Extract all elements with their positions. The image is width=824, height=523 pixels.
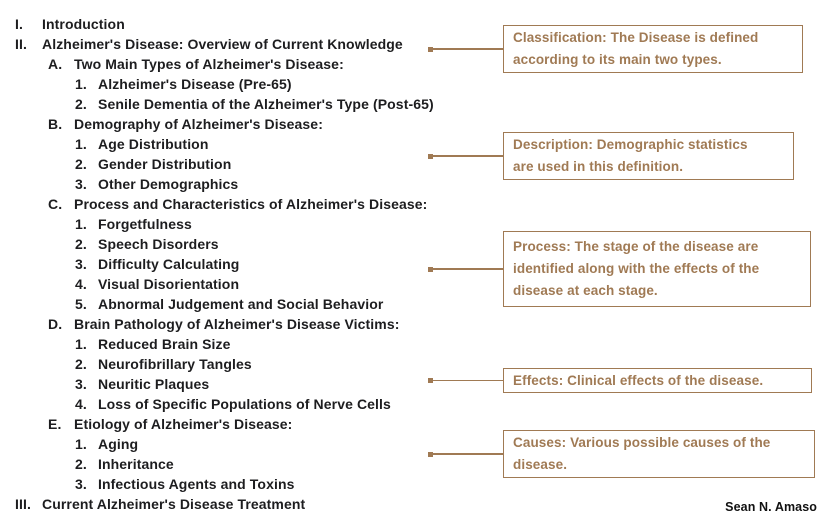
outline-item: 3. Neuritic Plaques <box>0 374 500 394</box>
outline-item-marker: III. <box>15 496 31 512</box>
outline-item-marker: 3. <box>75 476 87 492</box>
outline-item-text: Introduction <box>42 16 125 32</box>
callout-connector-line <box>431 155 503 157</box>
callout-connector-cap <box>428 378 433 383</box>
outline-item-marker: 3. <box>75 376 87 392</box>
callout-box: Process: The stage of the disease are id… <box>503 231 811 307</box>
outline-item: 4. Loss of Specific Populations of Nerve … <box>0 394 500 414</box>
outline-item: 2. Neurofibrillary Tangles <box>0 354 500 374</box>
outline-item-marker: 1. <box>75 336 87 352</box>
outline-item-text: Neurofibrillary Tangles <box>98 356 252 372</box>
outline-item-text: Speech Disorders <box>98 236 219 252</box>
outline-item-text: Aging <box>98 436 139 452</box>
callout-connector-cap <box>428 266 433 272</box>
callout-connector-line <box>431 268 503 270</box>
outline-item: 3. Infectious Agents and Toxins <box>0 474 500 494</box>
outline-item: III. Current Alzheimer's Disease Treatmen… <box>0 494 500 514</box>
outline-item-text: Process and Characteristics of Alzheimer… <box>74 196 428 212</box>
outline-item-marker: 2. <box>75 96 87 112</box>
outline-item: 2. Gender Distribution <box>0 154 500 174</box>
outline-item: 1. Alzheimer's Disease (Pre-65) <box>0 74 500 94</box>
outline-item: 3. Other Demographics <box>0 174 500 194</box>
outline-item-text: Neuritic Plaques <box>98 376 210 392</box>
outline-item: 1. Aging <box>0 434 500 454</box>
outline-item: 2. Senile Dementia of the Alzheimer's Typ… <box>0 94 500 114</box>
outline-item-text: Abnormal Judgement and Social Behavior <box>98 296 384 312</box>
outline-item-marker: B. <box>48 116 63 132</box>
outline-item-marker: E. <box>48 416 62 432</box>
outline-item-text: Reduced Brain Size <box>98 336 231 352</box>
outline-item-text: Visual Disorientation <box>98 276 240 292</box>
outline-item-text: Etiology of Alzheimer's Disease: <box>74 416 293 432</box>
outline-item-text: Two Main Types of Alzheimer's Disease: <box>74 56 344 72</box>
author-signature: Sean N. Amaso <box>725 500 817 514</box>
callout-text: Classification: The Disease is defined a… <box>513 30 759 67</box>
outline-item: 4. Visual Disorientation <box>0 274 500 294</box>
outline-item-text: Loss of Specific Populations of Nerve Ce… <box>98 396 391 412</box>
outline-item-marker: 1. <box>75 436 87 452</box>
outline-item-text: Brain Pathology of Alzheimer's Disease V… <box>74 316 400 332</box>
outline-item-text: Gender Distribution <box>98 156 232 172</box>
outline-item-marker: II. <box>15 36 27 52</box>
outline-item-marker: 2. <box>75 456 87 472</box>
outline-item-text: Senile Dementia of the Alzheimer's Type … <box>98 96 434 112</box>
callout-connector-line <box>431 48 503 50</box>
callout-text: Description: Demographic statistics are … <box>513 137 748 174</box>
outline-item-text: Infectious Agents and Toxins <box>98 476 295 492</box>
outline-item: 2. Speech Disorders <box>0 234 500 254</box>
outline-item-text: Alzheimer's Disease (Pre-65) <box>98 76 292 92</box>
callout-text: Process: The stage of the disease are id… <box>513 239 760 298</box>
outline-item: 3. Difficulty Calculating <box>0 254 500 274</box>
outline-item-marker: 1. <box>75 216 87 232</box>
callout-connector-cap <box>428 46 433 52</box>
outline-item-marker: 4. <box>75 396 87 412</box>
outline-item-marker: 1. <box>75 76 87 92</box>
outline-item-marker: I. <box>15 16 23 32</box>
outline-item-text: Inheritance <box>98 456 174 472</box>
callout-connector-cap <box>428 153 433 159</box>
outline-item-marker: C. <box>48 196 63 212</box>
outline-item: B. Demography of Alzheimer's Disease: <box>0 114 500 134</box>
outline-item-marker: D. <box>48 316 63 332</box>
outline-item-marker: A. <box>48 56 63 72</box>
callout-connector-cap <box>428 451 433 457</box>
outline-item-marker: 1. <box>75 136 87 152</box>
outline-item-marker: 3. <box>75 256 87 272</box>
outline-item-text: Current Alzheimer's Disease Treatment <box>42 496 306 512</box>
outline-item-text: Difficulty Calculating <box>98 256 240 272</box>
outline-item: II. Alzheimer's Disease: Overview of Curr… <box>0 34 500 54</box>
callout-box: Causes: Various possible causes of the d… <box>503 430 815 478</box>
outline-item: 1. Forgetfulness <box>0 214 500 234</box>
outline-item: 5. Abnormal Judgement and Social Behavior <box>0 294 500 314</box>
callout-connector-line <box>431 379 503 382</box>
outline-item-marker: 2. <box>75 156 87 172</box>
outline-item: 2. Inheritance <box>0 454 500 474</box>
callout-box: Classification: The Disease is defined a… <box>503 25 803 73</box>
outline-item-marker: 4. <box>75 276 87 292</box>
callout-box: Effects: Clinical effects of the disease… <box>503 368 812 393</box>
outline-item: A. Two Main Types of Alzheimer's Disease: <box>0 54 500 74</box>
outline-item: D. Brain Pathology of Alzheimer's Disease… <box>0 314 500 334</box>
outline-item-marker: 2. <box>75 236 87 252</box>
callout-connector-line <box>431 453 503 455</box>
outline-item: 1. Age Distribution <box>0 134 500 154</box>
outline-item-text: Age Distribution <box>98 136 209 152</box>
outline-item: I. Introduction <box>0 14 500 34</box>
outline-item-text: Demography of Alzheimer's Disease: <box>74 116 323 132</box>
callout-box: Description: Demographic statistics are … <box>503 132 794 180</box>
outline-item: 1. Reduced Brain Size <box>0 334 500 354</box>
outline-item-text: Forgetfulness <box>98 216 192 232</box>
outline-item: C. Process and Characteristics of Alzheim… <box>0 194 500 214</box>
callout-text: Effects: Clinical effects of the disease… <box>513 372 764 388</box>
outline-item-marker: 3. <box>75 176 87 192</box>
outline-item-marker: 2. <box>75 356 87 372</box>
callout-text: Causes: Various possible causes of the d… <box>513 435 771 472</box>
outline-item-text: Other Demographics <box>98 176 239 192</box>
outline-item-text: Alzheimer's Disease: Overview of Current… <box>42 36 403 52</box>
outline-item: E. Etiology of Alzheimer's Disease: <box>0 414 500 434</box>
outline-item-marker: 5. <box>75 296 87 312</box>
